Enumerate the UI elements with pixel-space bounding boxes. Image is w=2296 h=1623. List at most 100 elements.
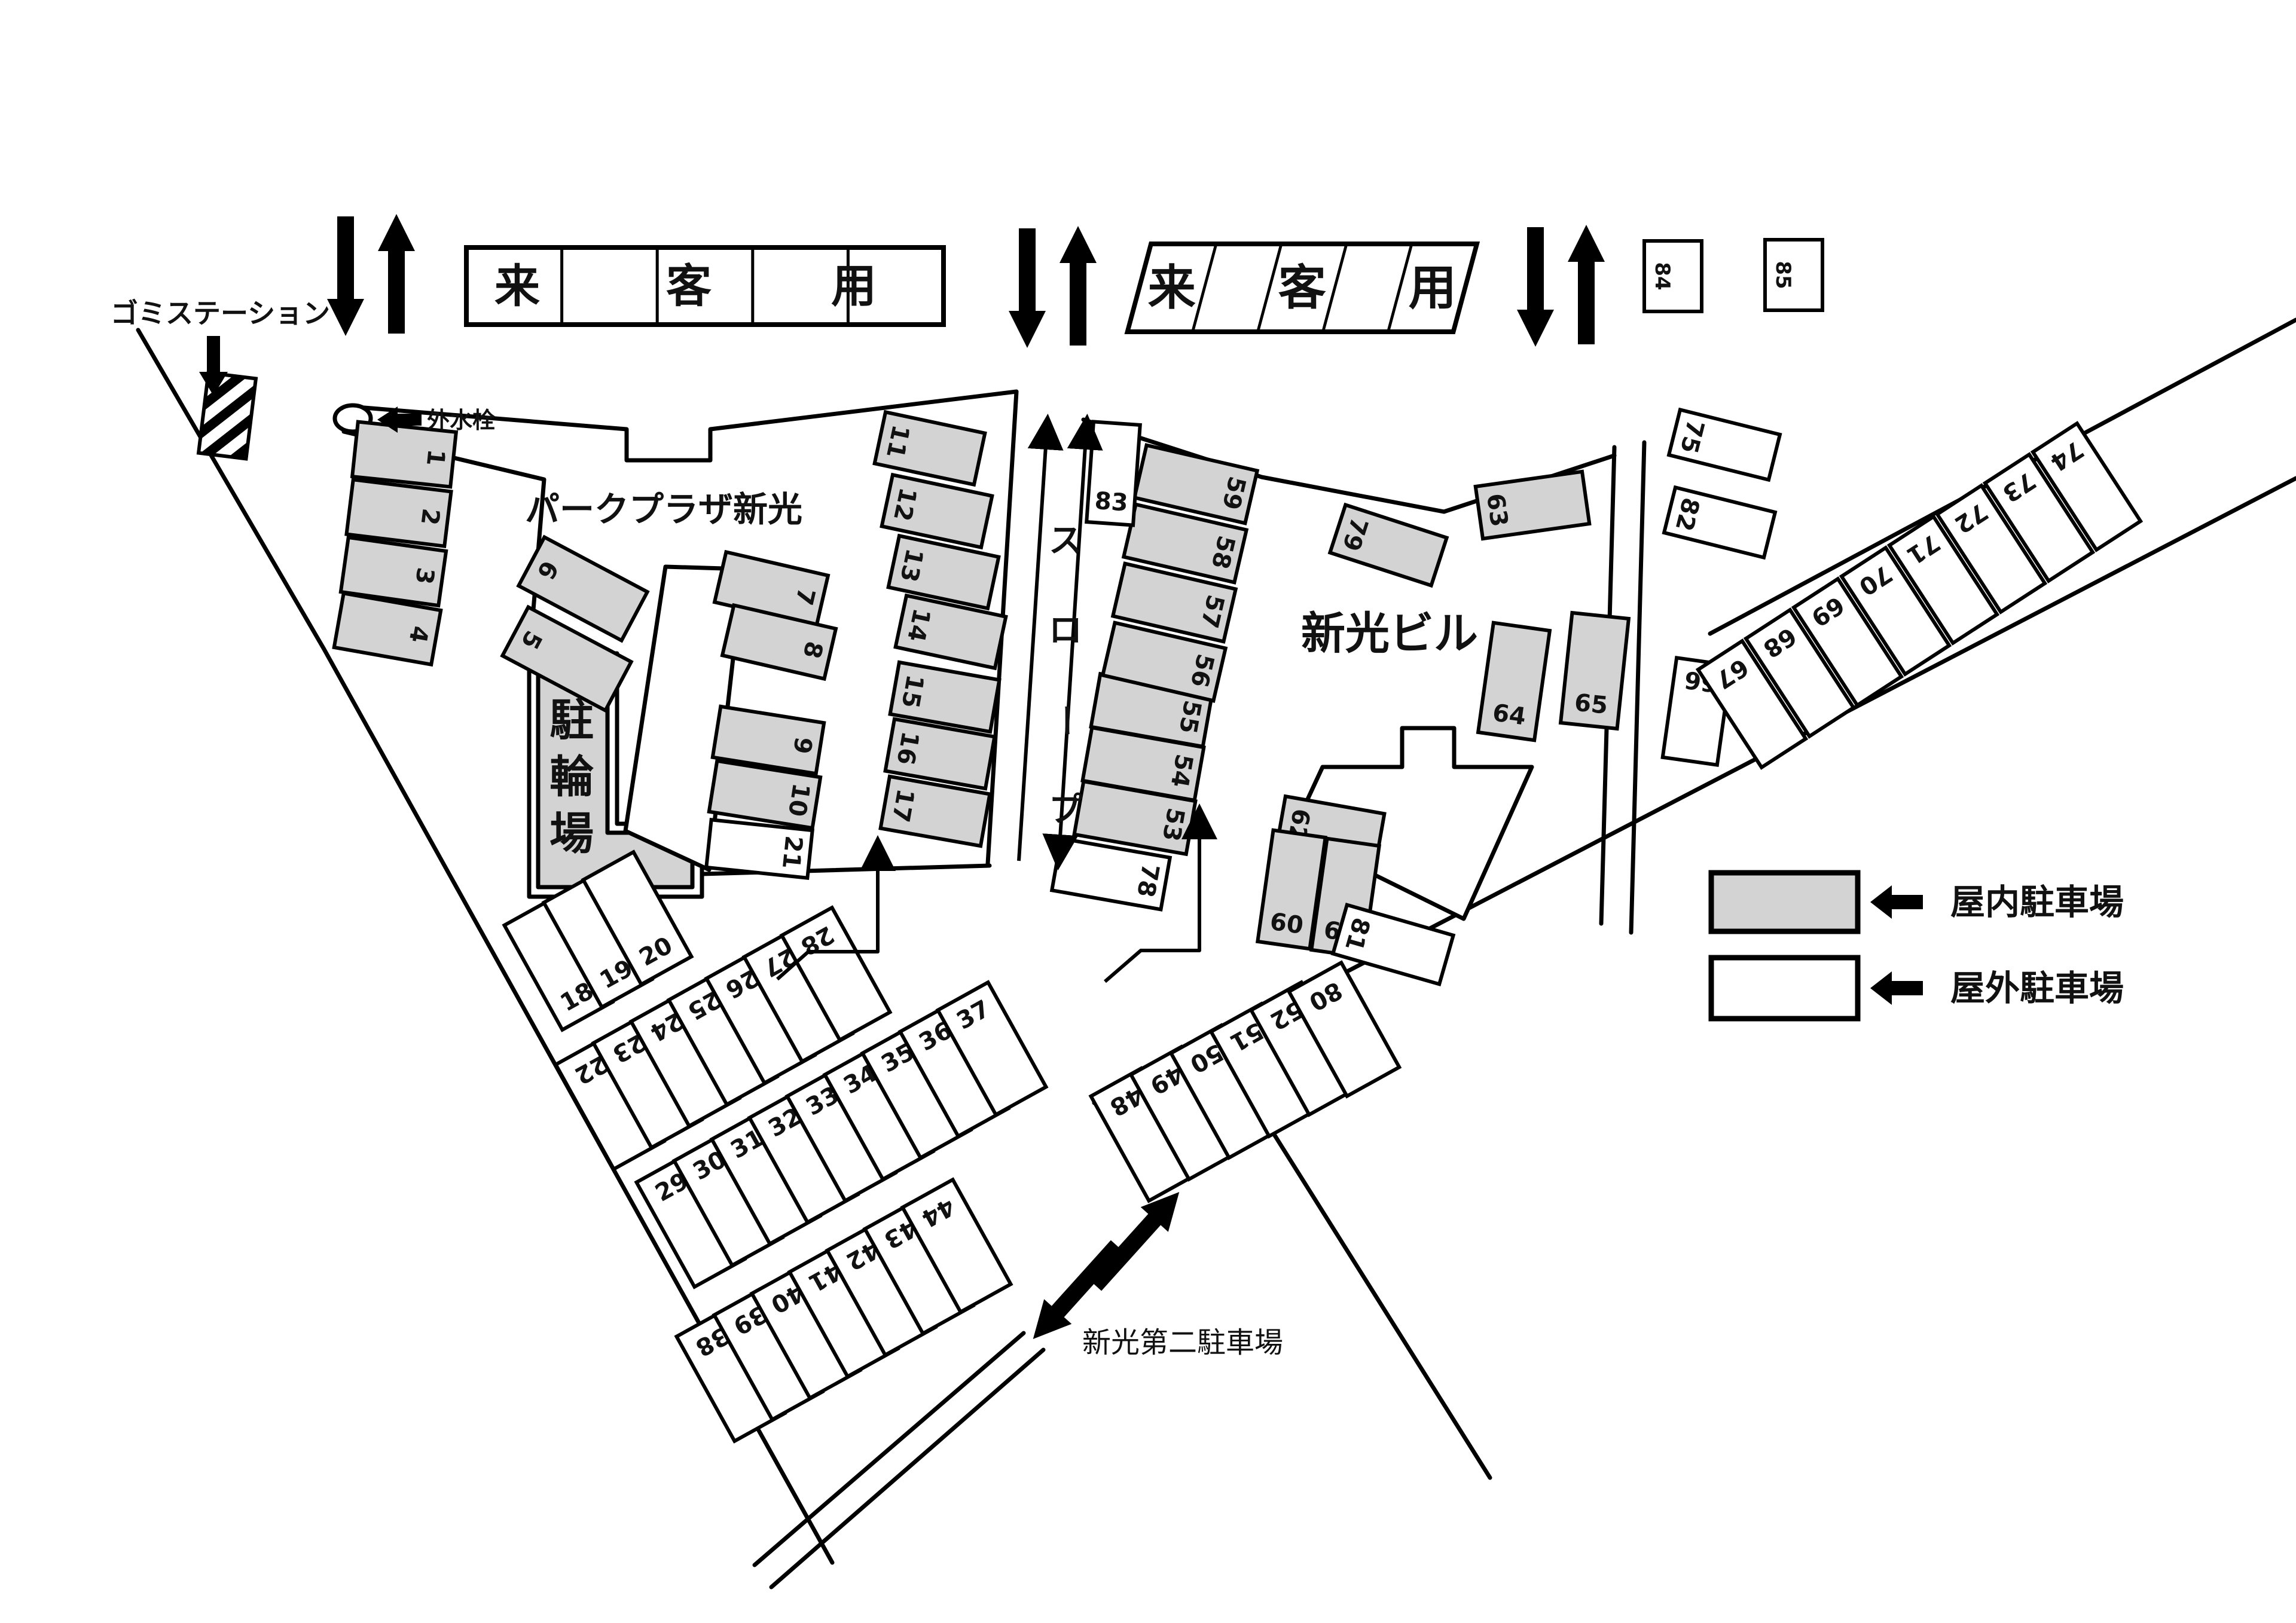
legend-outdoor-arrow xyxy=(1870,971,1923,1005)
parking-spot-20: 20 xyxy=(581,849,694,987)
spot-number-63: 63 xyxy=(1481,492,1513,529)
spot-number-78: 78 xyxy=(1131,861,1164,899)
spot-number-15: 15 xyxy=(896,673,929,710)
slope-label-char-1: ロ xyxy=(1049,612,1082,650)
spot-rect-16 xyxy=(883,717,997,791)
parking-spot-37: 37 xyxy=(935,980,1049,1117)
spot-rect-57 xyxy=(1110,561,1238,644)
legend-label-outdoor: 屋外駐車場 xyxy=(1950,968,2124,1008)
spot-number-11: 11 xyxy=(881,423,915,461)
parking-spot-67: 67 xyxy=(1695,638,1809,770)
parking-spot-73: 73 xyxy=(1982,452,2096,583)
gate3-up-arrow xyxy=(1568,225,1605,344)
parking-spot-14: 14 xyxy=(893,593,1008,671)
spot-rect-67 xyxy=(1695,638,1809,770)
spot-rect-68 xyxy=(1743,607,1857,739)
slope-arrow-right xyxy=(1042,414,1103,870)
spot-rect-84 xyxy=(1642,239,1703,313)
spot-rect-65 xyxy=(1558,610,1631,731)
spot-rect-15 xyxy=(888,660,1002,734)
parking-spot-11: 11 xyxy=(872,409,987,487)
corridor-right-line xyxy=(1629,440,1647,935)
gaisuisen-label: 外水栓 xyxy=(427,407,495,433)
parking-spot-48: 48 xyxy=(1088,1066,1202,1203)
spot-rect-44 xyxy=(900,1177,1013,1315)
shinko-daini-label: 新光第二駐車場 xyxy=(1082,1326,1283,1359)
spot-rect-59 xyxy=(1132,443,1260,525)
spot-rect-17 xyxy=(878,774,992,848)
spot-rect-71 xyxy=(1886,514,2000,646)
visitor-sign-right-char-1: 客 xyxy=(1278,260,1326,316)
visitor-sign-left-frame xyxy=(464,245,946,327)
road-south-a xyxy=(752,1331,1026,1567)
spot-rect-56 xyxy=(1100,621,1228,703)
spot-number-65: 65 xyxy=(1573,689,1609,720)
visitor-sign-left-char-2: 用 xyxy=(831,259,877,313)
spot-rect-82 xyxy=(1662,485,1778,560)
parking-spot-38: 38 xyxy=(674,1306,787,1444)
visitor-sign-right-divider xyxy=(1321,244,1348,332)
parking-spot-72: 72 xyxy=(1934,483,2048,615)
parking-spot-12: 12 xyxy=(880,472,994,550)
spot-rect-11 xyxy=(872,409,987,487)
gate1-down-arrow xyxy=(327,216,364,336)
south-gate-up-arrow xyxy=(1089,1191,1180,1291)
parking-spot-57: 57 xyxy=(1110,561,1238,644)
parking-spot-10: 10 xyxy=(707,759,823,830)
parking-spot-78: 78 xyxy=(1049,836,1173,912)
spot-rect-64 xyxy=(1476,621,1552,742)
spot-rect-75 xyxy=(1666,407,1782,482)
spot-number-10: 10 xyxy=(783,781,815,818)
spot-rect-72 xyxy=(1934,483,2048,615)
parking-spot-85: 85 xyxy=(1763,238,1824,312)
visitor-sign-right-char-0: 来 xyxy=(1148,260,1196,316)
slope-label-char-3: プ xyxy=(1049,791,1082,830)
legend-swatch-indoor xyxy=(1708,870,1861,934)
spot-rect-9 xyxy=(710,704,826,776)
parking-spot-74: 74 xyxy=(2030,421,2144,552)
parking-spot-51: 51 xyxy=(1208,1001,1322,1139)
parking-spot-3: 3 xyxy=(338,535,448,608)
parking-spot-75: 75 xyxy=(1666,407,1782,482)
parking-spot-69: 69 xyxy=(1791,576,1904,708)
spot-rect-70 xyxy=(1839,545,1952,677)
parking-spot-13: 13 xyxy=(886,533,1001,611)
parking-spot-79: 79 xyxy=(1327,502,1449,588)
legend-indoor-arrow xyxy=(1870,885,1923,919)
garbage-station-hatch-box xyxy=(196,371,258,461)
parking-spot-65: 65 xyxy=(1558,610,1631,731)
gate1-up-arrow xyxy=(378,214,415,334)
spot-number-53: 53 xyxy=(1157,806,1190,843)
parking-spot-83: 83 xyxy=(1085,420,1142,527)
parking-spot-33: 33 xyxy=(784,1066,898,1203)
gate3-down-arrow xyxy=(1517,227,1554,347)
spot-rect-2 xyxy=(344,477,453,549)
spot-rect-8 xyxy=(720,603,838,681)
parking-spot-71: 71 xyxy=(1886,514,2000,646)
spot-number-14: 14 xyxy=(902,606,936,644)
spot-rect-81 xyxy=(1330,902,1456,987)
parking-spot-27: 27 xyxy=(741,927,855,1064)
parking-spot-28: 28 xyxy=(779,905,893,1043)
spot-number-55: 55 xyxy=(1174,698,1207,736)
spot-rect-12 xyxy=(880,472,994,550)
spot-rect-1 xyxy=(350,420,459,489)
spot-rect-85 xyxy=(1763,238,1824,312)
spot-rect-10 xyxy=(707,759,823,830)
gate2-down-arrow xyxy=(1009,228,1046,348)
entry-arrow-parkplaza xyxy=(776,835,896,981)
churinjo-label-char-0: 駐 xyxy=(549,695,594,746)
parking-spot-56: 56 xyxy=(1100,621,1228,703)
slope-label-char-0: ス xyxy=(1049,522,1082,561)
slope-label-char-2: ー xyxy=(1046,704,1085,737)
visitor-sign-right-divider xyxy=(1256,244,1283,332)
parking-spot-8: 8 xyxy=(720,603,838,681)
gomi-station-label: ゴミステーション xyxy=(111,297,330,329)
legend-swatch-outdoor xyxy=(1708,955,1861,1022)
visitor-sign-right-frame xyxy=(1124,242,1480,334)
visitor-sign-left: 来客用 xyxy=(464,245,946,327)
visitor-sign-right-char-2: 用 xyxy=(1409,260,1457,316)
parking-spot-4: 4 xyxy=(332,591,443,667)
